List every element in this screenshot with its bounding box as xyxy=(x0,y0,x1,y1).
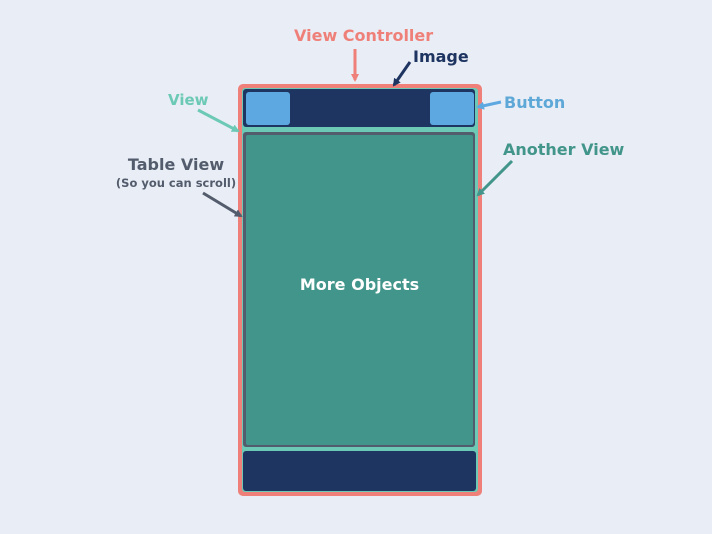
another-view-label: Another View xyxy=(503,140,625,159)
view-label: View xyxy=(168,91,209,109)
table-view-arrow xyxy=(202,191,243,218)
button-label: Button xyxy=(504,93,566,112)
image-label: Image xyxy=(413,47,469,66)
table-view-label: Table View xyxy=(127,155,225,174)
button-arrow xyxy=(476,100,502,110)
more-objects-label: More Objects xyxy=(299,275,420,294)
another-view-arrow xyxy=(476,159,514,197)
image-arrow xyxy=(392,61,412,87)
right-button[interactable] xyxy=(430,92,474,125)
left-button[interactable] xyxy=(246,92,290,125)
view-arrow xyxy=(197,108,240,133)
table-view-label-group: Table View (So you can scroll) xyxy=(111,157,241,190)
view-controller-label: View Controller xyxy=(294,26,434,45)
bottom-bar xyxy=(243,451,476,491)
another-view xyxy=(246,135,473,445)
table-view-note: (So you can scroll) xyxy=(115,176,237,190)
